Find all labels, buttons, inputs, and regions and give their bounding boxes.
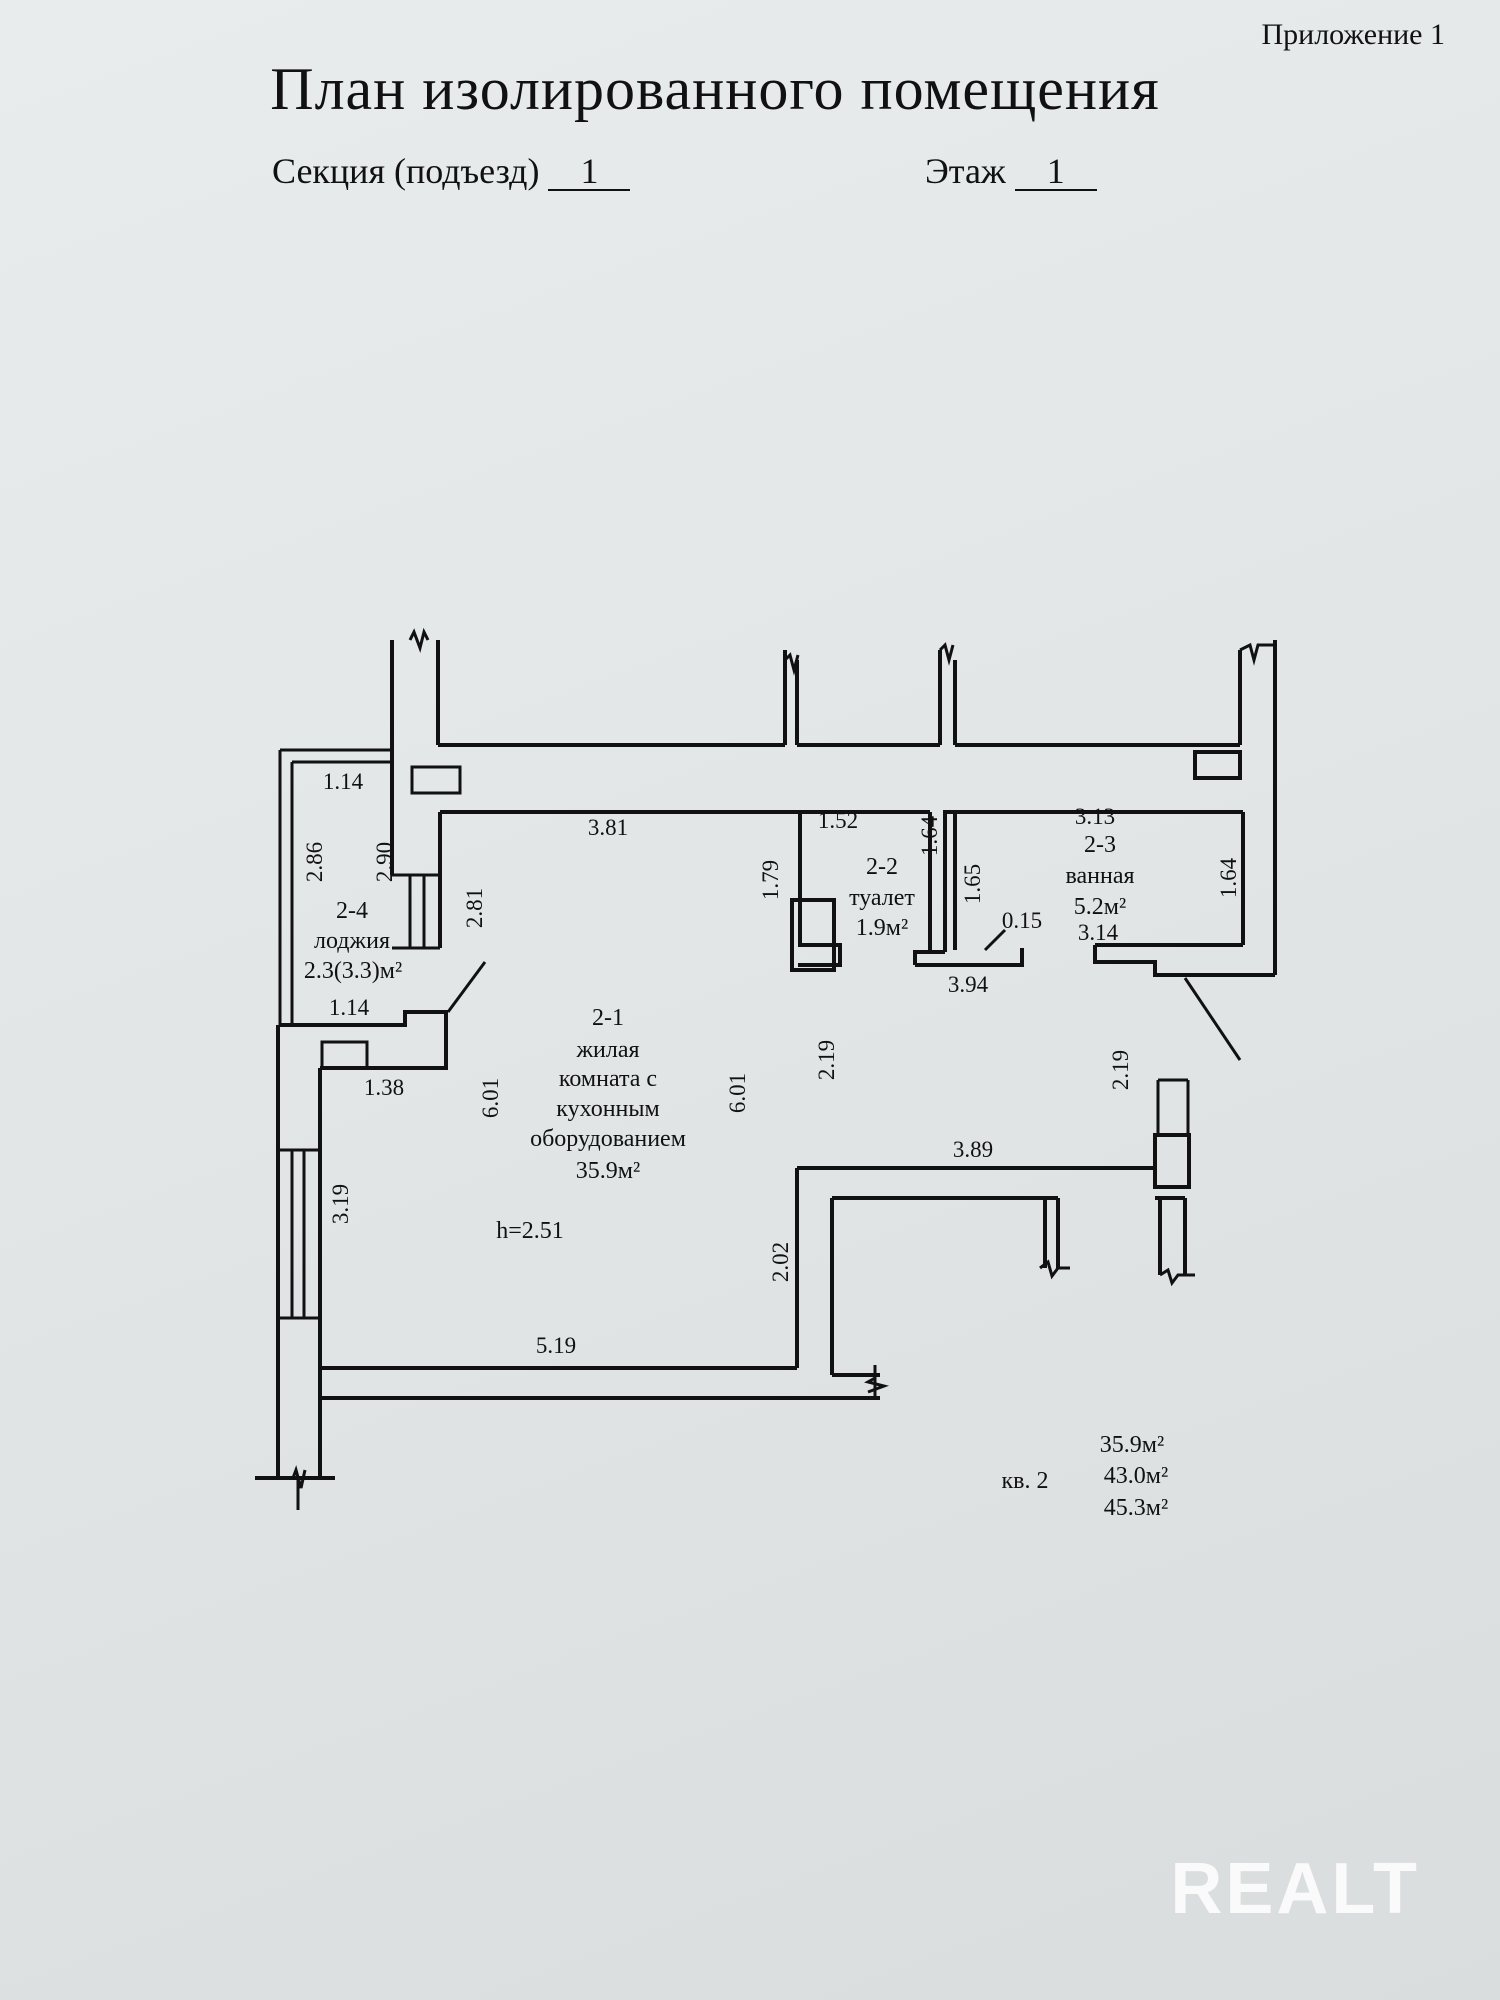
loggia-id: 2-4 (336, 898, 368, 924)
dimension-label: 1.64 (917, 815, 942, 856)
toilet-fixture (790, 898, 836, 972)
dimension-label: 5.19 (536, 1333, 576, 1358)
door-swing (446, 961, 487, 1013)
break-mark (1239, 642, 1275, 666)
dimension-label: 1.38 (364, 1075, 404, 1100)
dimension-label: 2.86 (302, 842, 327, 882)
dimension-label: 2.19 (814, 1040, 839, 1080)
dimension-label: 3.94 (948, 972, 989, 997)
dimension-label: 2.19 (1108, 1050, 1133, 1090)
section-field: Секция (подъезд) 1 (272, 150, 631, 192)
dimension-label: 1.52 (818, 808, 858, 833)
floor-field: Этаж 1 (925, 150, 1097, 192)
vent-shaft-right (1193, 750, 1242, 780)
area-totals: кв. 2 35.9м² 43.0м² 45.3м² (1002, 1432, 1169, 1521)
dimension-label: 2.81 (462, 888, 487, 928)
total-area-3: 45.3м² (1104, 1495, 1168, 1521)
toilet-name: туалет (849, 885, 915, 911)
bath-area: 5.2м² (1074, 894, 1126, 920)
room-labels: 2-4 лоджия 2.3(3.3)м² 2-1 жилая комната … (304, 832, 1135, 1244)
dimension-label: 1.14 (323, 769, 364, 794)
dimension-label: 3.13 (1075, 804, 1115, 829)
dimension-label: 0.15 (1002, 908, 1042, 933)
door-swing (983, 928, 1007, 952)
floor-label: Этаж (925, 151, 1006, 191)
dimension-label: 2.90 (372, 842, 397, 882)
break-mark (938, 642, 955, 666)
floor-value: 1 (1014, 153, 1097, 191)
dimension-label: 1.79 (758, 860, 783, 900)
dimension-label: 3.19 (328, 1184, 353, 1224)
total-area-2: 43.0м² (1104, 1463, 1168, 1489)
ceiling-height: h=2.51 (496, 1218, 564, 1244)
dimension-label: 3.14 (1078, 920, 1119, 945)
column (320, 1040, 369, 1070)
living-name-3: кухонным (556, 1096, 659, 1122)
dimension-label: 3.81 (588, 815, 628, 840)
dimension-label: 1.14 (329, 995, 370, 1020)
wall-toilet (786, 810, 842, 967)
dimension-label: 6.01 (478, 1078, 503, 1118)
realt-watermark: REALT (1170, 1849, 1420, 1929)
apartment-number: кв. 2 (1002, 1468, 1049, 1494)
walls (255, 627, 1277, 1510)
door-swing (1183, 977, 1242, 1061)
break-mark (1039, 1259, 1070, 1280)
living-name-4: оборудованием (530, 1126, 686, 1152)
wall (1093, 945, 1275, 977)
break-mark (408, 627, 430, 654)
wall (915, 948, 1024, 967)
dimension-label: 3.89 (953, 1137, 993, 1162)
dimension-label: 1.65 (960, 864, 985, 904)
dimension-label: 6.01 (725, 1073, 750, 1113)
toilet-area: 1.9м² (856, 915, 908, 941)
bath-id: 2-3 (1084, 832, 1116, 858)
wall (943, 810, 957, 952)
break-mark (783, 652, 800, 676)
toilet-id: 2-2 (866, 854, 898, 880)
wall (913, 950, 930, 965)
total-area-1: 35.9м² (1100, 1432, 1164, 1458)
dimension-label: 1.64 (1216, 857, 1241, 898)
living-area: 35.9м² (576, 1158, 640, 1184)
living-name-2: комната с (559, 1066, 657, 1092)
living-id: 2-1 (592, 1005, 624, 1031)
bath-name: ванная (1065, 863, 1134, 889)
dimension-labels: 1.14 2.86 2.90 2.81 1.14 1.38 6.01 6.01 … (302, 769, 1241, 1358)
column (1153, 1133, 1191, 1189)
loggia-name: лоджия (314, 928, 390, 954)
page-title: План изолированного помещения (270, 56, 1160, 122)
section-label: Секция (подъезд) (272, 151, 540, 191)
dimension-label: 2.02 (768, 1242, 793, 1282)
living-name-1: жилая (575, 1037, 639, 1063)
loggia-area: 2.3(3.3)м² (304, 958, 402, 984)
vent-shaft-left (410, 765, 462, 795)
break-mark (1159, 1267, 1195, 1287)
section-value: 1 (548, 153, 631, 191)
appendix-label: Приложение 1 (1261, 18, 1445, 51)
